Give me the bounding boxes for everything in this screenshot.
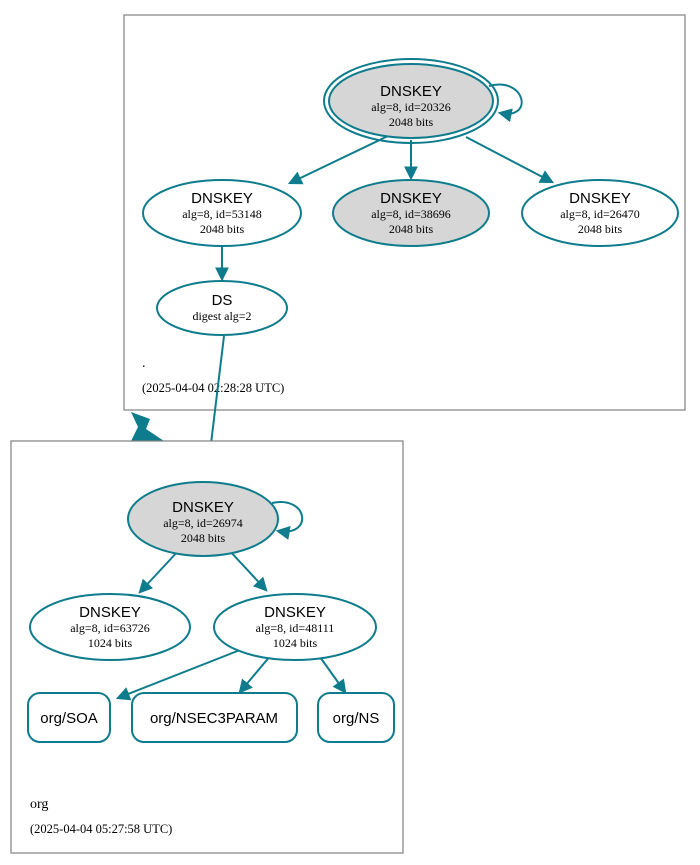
- node-root-ksk-title: DNSKEY: [380, 83, 442, 100]
- zone-root-timestamp: (2025-04-04 02:28:28 UTC): [142, 381, 284, 395]
- edge-root-ksk-self-sign: [488, 83, 523, 123]
- zone-org: DNSKEY alg=8, id=26974 2048 bits DNSKEY …: [10, 440, 404, 854]
- node-root-zsk-53148-ellipse: [142, 179, 302, 247]
- zone-org-name: org: [30, 797, 48, 812]
- node-root-ksk-keysize: 2048 bits: [389, 115, 434, 129]
- node-root-zsk-53148[interactable]: DNSKEY alg=8, id=53148 2048 bits: [142, 179, 302, 247]
- node-root-ksk-keyinfo: alg=8, id=20326: [371, 100, 451, 114]
- node-root-zsk-26470-keysize: 2048 bits: [578, 222, 623, 236]
- node-org-nsec3param-rect: [131, 692, 298, 743]
- node-org-ns-rect: [317, 692, 395, 743]
- zone-root: DNSKEY alg=8, id=20326 2048 bits DNSKEY …: [123, 14, 686, 411]
- node-root-zsk-53148-title: DNSKEY: [191, 190, 253, 207]
- node-root-ds-title: DS: [212, 292, 233, 309]
- node-root-ds-ellipse: [156, 280, 288, 336]
- node-root-ksk-ellipse: [328, 63, 494, 139]
- node-root-zsk-38696[interactable]: DNSKEY alg=8, id=38696 2048 bits: [332, 179, 490, 247]
- node-org-zsk-48111-keysize: 1024 bits: [273, 636, 318, 650]
- node-root-zsk-26470-ellipse: [521, 179, 679, 247]
- node-root-zsk-38696-ellipse: [332, 179, 490, 247]
- zone-org-timestamp: (2025-04-04 05:27:58 UTC): [30, 822, 172, 836]
- node-org-ksk-keysize: 2048 bits: [181, 531, 226, 545]
- node-org-zsk-48111[interactable]: DNSKEY alg=8, id=48111 1024 bits: [213, 593, 377, 661]
- node-root-zsk-53148-keysize: 2048 bits: [200, 222, 245, 236]
- edge-org-ksk-to-zsk-63726: [138, 548, 181, 594]
- node-org-zsk-48111-keyinfo: alg=8, id=48111: [256, 621, 335, 635]
- node-org-zsk-63726-title: DNSKEY: [79, 604, 141, 621]
- node-org-soa-label: org/SOA: [40, 710, 98, 727]
- node-root-ds-digest: digest alg=2: [192, 309, 251, 323]
- node-root-zsk-53148-keyinfo: alg=8, id=53148: [182, 207, 262, 221]
- node-root-zsk-38696-keysize: 2048 bits: [389, 222, 434, 236]
- node-org-ksk-ellipse: [127, 481, 279, 557]
- node-root-zsk-38696-keyinfo: alg=8, id=38696: [371, 207, 451, 221]
- edge-root-ksk-to-zsk-53148: [287, 134, 391, 185]
- node-org-ns-label: org/NS: [333, 710, 380, 727]
- node-root-zsk-26470-keyinfo: alg=8, id=26470: [560, 207, 640, 221]
- node-root-zsk-38696-title: DNSKEY: [380, 190, 442, 207]
- node-org-soa-rect: [27, 692, 111, 743]
- node-org-nsec3param-label: org/NSEC3PARAM: [150, 710, 278, 727]
- node-org-ksk-26974[interactable]: DNSKEY alg=8, id=26974 2048 bits: [127, 481, 279, 557]
- node-org-nsec3param[interactable]: org/NSEC3PARAM: [131, 692, 298, 743]
- node-org-zsk-63726-keyinfo: alg=8, id=63726: [70, 621, 150, 635]
- node-root-ds[interactable]: DS digest alg=2: [156, 280, 288, 336]
- edge-org-ksk-to-zsk-48111: [227, 548, 268, 592]
- node-org-ksk-title: DNSKEY: [172, 499, 234, 516]
- node-org-soa[interactable]: org/SOA: [27, 692, 111, 743]
- node-root-zsk-26470-title: DNSKEY: [569, 190, 631, 207]
- node-org-zsk-48111-title: DNSKEY: [264, 604, 326, 621]
- edge-org-ksk-self-sign: [271, 500, 304, 540]
- node-org-ns[interactable]: org/NS: [317, 692, 395, 743]
- edge-root-ksk-to-zsk-26470: [465, 136, 555, 184]
- node-org-zsk-48111-ellipse: [213, 593, 377, 661]
- edge-org-zsk-48111-to-nsec3param: [238, 654, 272, 694]
- node-root-zsk-26470[interactable]: DNSKEY alg=8, id=26470 2048 bits: [521, 179, 679, 247]
- node-root-ksk-outer-ring: [323, 58, 499, 144]
- zone-root-name: .: [142, 356, 146, 371]
- node-org-zsk-63726-ellipse: [29, 593, 191, 661]
- node-org-zsk-63726-keysize: 1024 bits: [88, 636, 133, 650]
- edge-org-zsk-48111-to-soa: [115, 649, 241, 701]
- zone-root-edges: [215, 83, 555, 282]
- node-root-ksk-20326[interactable]: DNSKEY alg=8, id=20326 2048 bits: [323, 58, 499, 144]
- node-org-ksk-keyinfo: alg=8, id=26974: [163, 516, 243, 530]
- node-org-zsk-63726[interactable]: DNSKEY alg=8, id=63726 1024 bits: [29, 593, 191, 661]
